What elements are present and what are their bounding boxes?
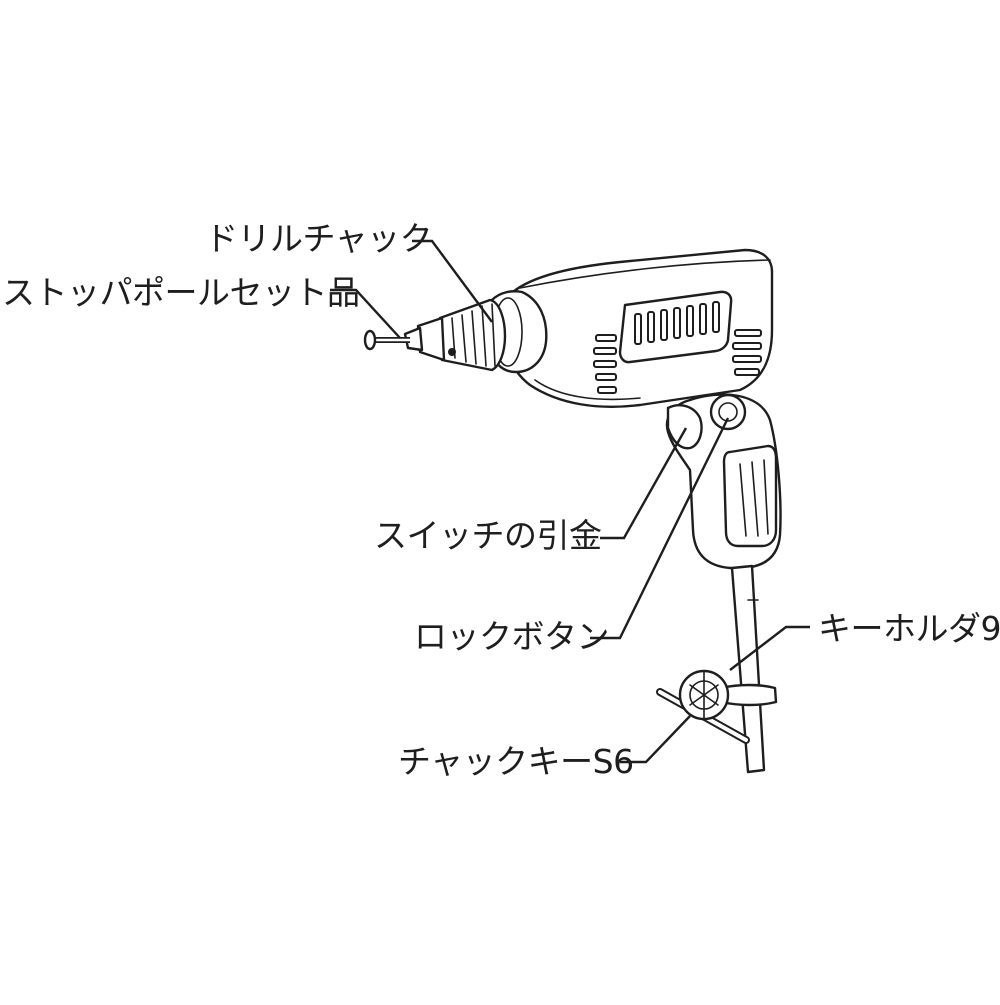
label-stopper-pole: ストッパポールセット品 — [2, 273, 360, 312]
power-cord — [718, 564, 778, 774]
side-vents-rear — [732, 329, 762, 376]
leader-lines — [330, 239, 810, 764]
side-vents-front — [593, 334, 617, 394]
leader-chuck-key — [620, 715, 691, 764]
label-key-holder: キーホルダ9 — [818, 609, 1000, 648]
leader-lock-button — [590, 417, 730, 640]
label-lock-button: ロックボタン — [414, 617, 610, 656]
drill-chuck — [403, 298, 507, 372]
leader-stopper-pole — [330, 288, 401, 339]
label-switch-trigger: スイッチの引金 — [374, 516, 602, 555]
stopper-pole — [363, 329, 410, 351]
top-vents — [634, 301, 720, 345]
leader-drill-chuck — [412, 239, 493, 323]
label-chuck-key: チャックキーS6 — [398, 742, 634, 781]
chuck-key — [656, 669, 750, 744]
leader-switch-trigger — [600, 427, 688, 540]
handle — [665, 393, 782, 570]
leader-key-holder — [729, 625, 810, 671]
label-drill-chuck: ドリルチャック — [205, 219, 433, 258]
drill-body — [502, 248, 774, 408]
